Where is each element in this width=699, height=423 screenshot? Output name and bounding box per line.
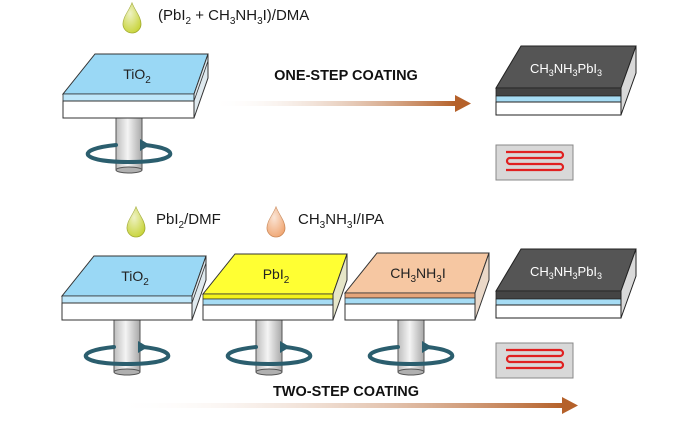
substrate-label-one-step: TiO2 [123, 66, 151, 86]
spin-coater-shaft-pbi2 [255, 319, 283, 376]
substrate-tio2-two-step [60, 255, 207, 321]
process-label-two-step: TWO-STEP COATING [273, 384, 419, 400]
heater-icon-two-step [495, 342, 574, 379]
spin-coater-shaft-mai [397, 319, 425, 376]
drop-icon-mai [266, 205, 286, 238]
drop-icon-precursor-one-step [122, 1, 142, 34]
arrow-icon-two-step [112, 397, 578, 414]
spin-rotation-icon-pbi2 [225, 341, 313, 367]
precursor-label-mai: CH3NH3I/IPA [298, 211, 384, 231]
product-perovskite-two-step [495, 248, 637, 319]
heater-icon-one-step [495, 144, 574, 181]
product-label-one-step: CH3NH3PbI3 [530, 61, 602, 78]
spin-coater-shaft-one-step [115, 117, 143, 174]
arrow-icon-one-step [210, 95, 471, 112]
precursor-label-pbi2: PbI2/DMF [156, 211, 221, 231]
precursor-label-one-step: (PbI2 + CH3NH3I)/DMA [158, 7, 309, 27]
substrate-label-two-step: TiO2 [121, 268, 149, 288]
spin-coater-shaft-tio2 [113, 319, 141, 376]
layer-mai [343, 252, 490, 321]
spin-rotation-icon-mai [367, 341, 455, 367]
process-label-one-step: ONE-STEP COATING [274, 68, 418, 84]
drop-icon-pbi2 [126, 205, 146, 238]
substrate-tio2-one-step [61, 53, 209, 119]
layer-label-pbi2: PbI2 [263, 266, 290, 286]
layer-pbi2 [201, 253, 348, 321]
spin-rotation-icon-one-step [85, 139, 173, 165]
product-perovskite-one-step [495, 45, 637, 116]
product-label-two-step: CH3NH3PbI3 [530, 264, 602, 281]
layer-label-mai: CH3NH3I [390, 265, 445, 285]
spin-rotation-icon-tio2 [83, 341, 171, 367]
